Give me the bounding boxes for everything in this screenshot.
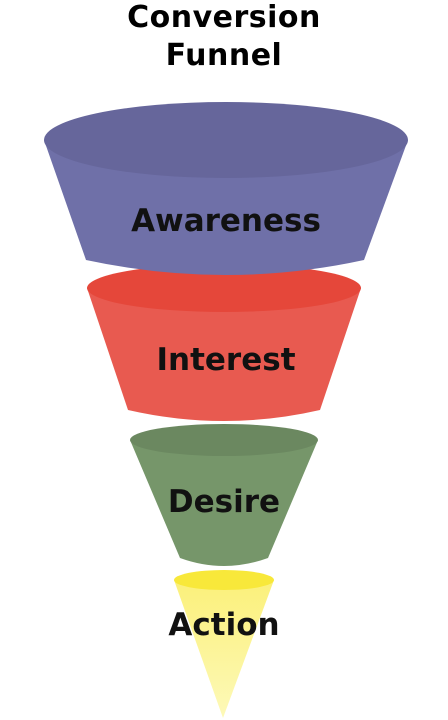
funnel-stage-interest-body [87, 288, 361, 421]
funnel-stage-awareness-body [44, 140, 408, 275]
diagram-title-line-1: Conversion [127, 0, 321, 35]
funnel-stage-action: Action [168, 570, 280, 718]
funnel-stage-desire-body [130, 440, 318, 566]
funnel-stage-action-body [174, 580, 274, 718]
diagram-title-line-2: Funnel [165, 38, 283, 73]
funnel-stage-desire-top [130, 424, 318, 456]
funnel-stage-action-label: Action [168, 607, 279, 643]
funnel-stage-action-top [174, 570, 274, 590]
funnel-stage-interest-top [87, 264, 361, 312]
funnel-stage-awareness: Awareness [44, 102, 408, 275]
funnel-stage-desire-label: Desire [168, 484, 280, 520]
funnel-stage-awareness-label: Awareness [131, 203, 321, 239]
funnel-stage-interest-label: Interest [156, 342, 295, 378]
funnel-stage-awareness-top [44, 102, 408, 178]
funnel-stage-desire: Desire [130, 424, 318, 566]
funnel-stage-interest: Interest [87, 264, 361, 421]
